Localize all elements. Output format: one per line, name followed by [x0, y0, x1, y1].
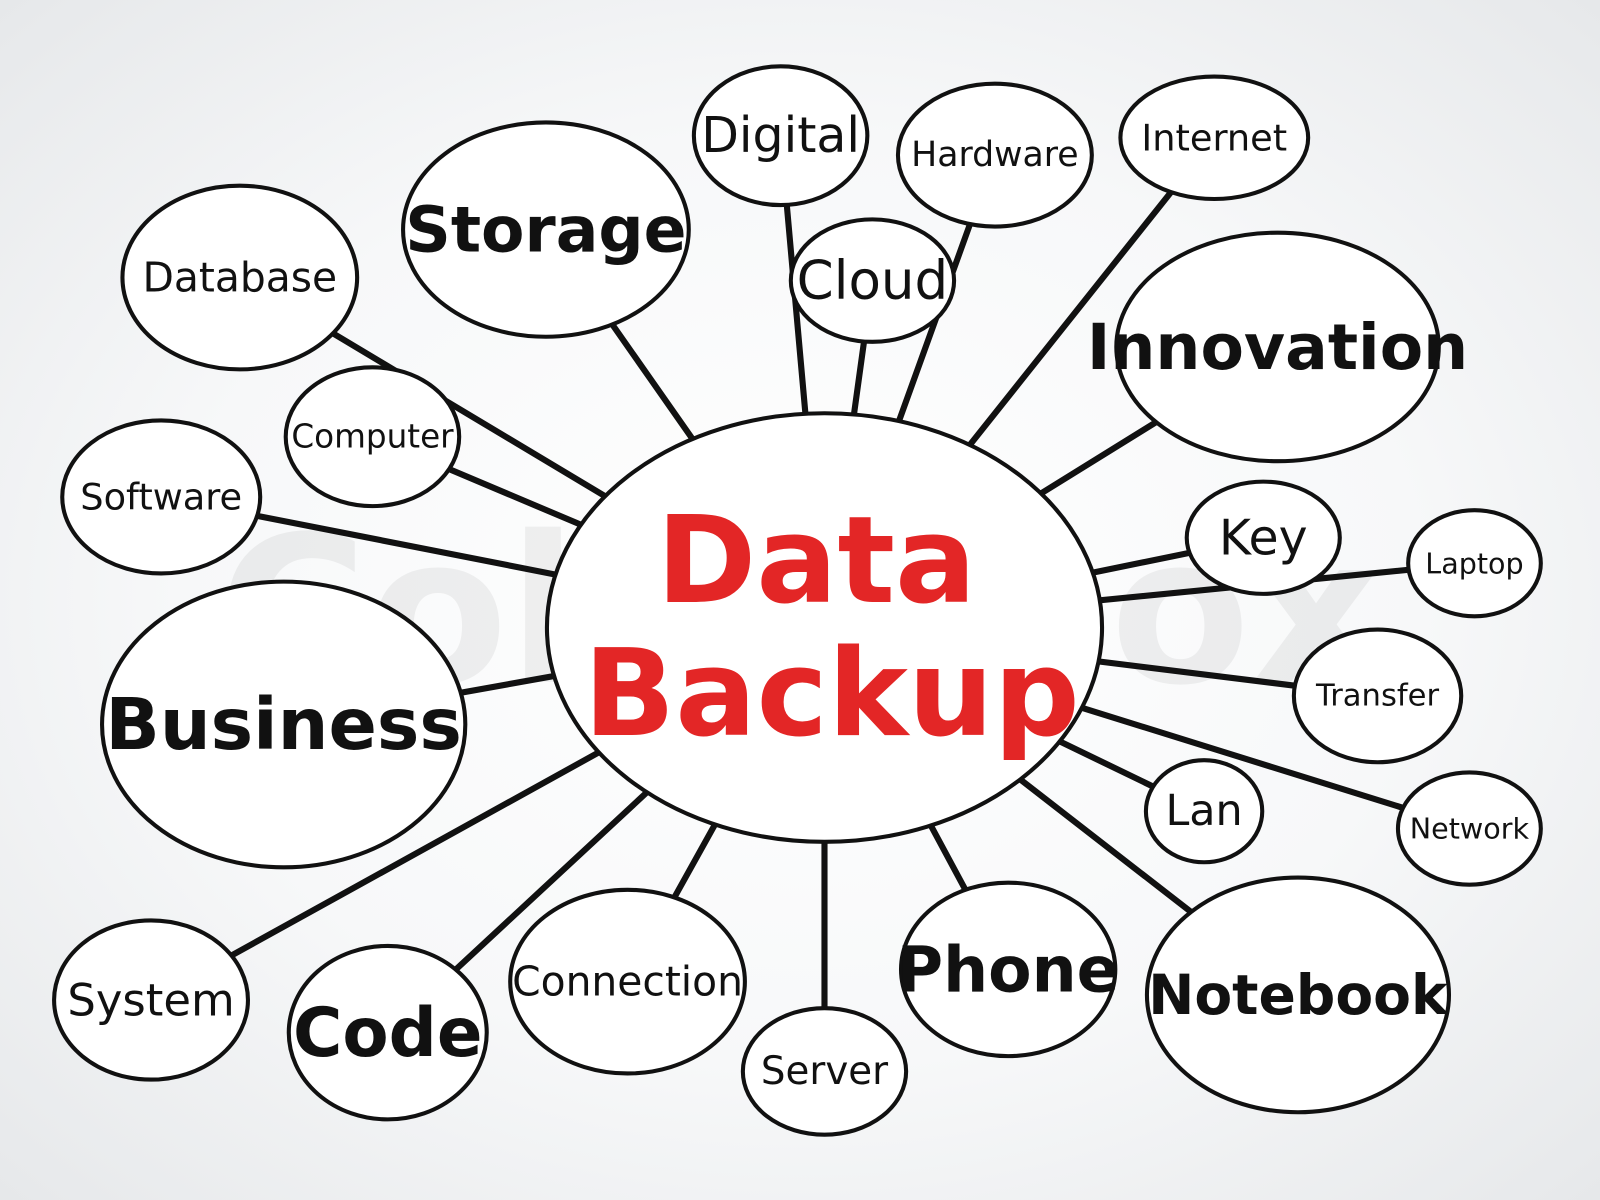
node-label: Code — [293, 993, 483, 1072]
node-lan: Lan — [1143, 758, 1265, 865]
center-bubble — [544, 411, 1105, 844]
node-bubble — [898, 880, 1118, 1059]
node-server: Server — [740, 1006, 909, 1137]
node-bubble — [401, 120, 691, 339]
node-label: Innovation — [1087, 310, 1468, 384]
node-network: Network — [1395, 770, 1543, 887]
node-internet: Internet — [1118, 74, 1311, 202]
node-label: Database — [142, 254, 337, 302]
node-label: Notebook — [1148, 963, 1449, 1027]
node-connection: Connection — [508, 887, 747, 1076]
node-bubble — [508, 887, 747, 1076]
node-software: Software — [60, 418, 263, 576]
center-title-line1: Data — [656, 491, 976, 631]
node-label: Lan — [1165, 786, 1242, 836]
node-bubble — [691, 64, 870, 208]
node-digital: Digital — [691, 64, 870, 208]
node-label: Hardware — [911, 135, 1078, 175]
node-code: Code — [286, 943, 489, 1122]
node-label: Connection — [512, 958, 743, 1006]
node-phone: Phone — [897, 880, 1120, 1059]
node-bubble — [286, 943, 489, 1122]
node-bubble — [788, 217, 957, 344]
node-bubble — [60, 418, 263, 576]
node-bubble — [1143, 758, 1265, 865]
node-label: Digital — [701, 107, 860, 164]
node-bubble — [1406, 508, 1543, 619]
node-label: Network — [1410, 812, 1530, 846]
node-label: Computer — [291, 418, 454, 456]
node-computer: Computer — [283, 365, 462, 509]
node-business: Business — [100, 579, 468, 870]
node-hardware: Hardware — [895, 81, 1094, 229]
node-laptop: Laptop — [1406, 508, 1543, 619]
node-bubble — [1114, 230, 1441, 464]
node-label: Laptop — [1425, 546, 1523, 580]
node-bubble — [1395, 770, 1543, 887]
node-label: Key — [1219, 509, 1308, 566]
node-notebook: Notebook — [1144, 875, 1452, 1115]
node-bubble — [740, 1006, 909, 1137]
node-label: System — [67, 974, 234, 1027]
node-system: System — [52, 918, 250, 1082]
node-bubble — [1184, 479, 1342, 596]
node-key: Key — [1184, 479, 1342, 596]
node-bubble — [120, 183, 360, 372]
node-label: Software — [80, 475, 242, 518]
node-database: Database — [120, 183, 360, 372]
node-label: Storage — [405, 193, 686, 267]
node-label: Business — [105, 683, 462, 766]
node-label: Cloud — [797, 250, 949, 312]
node-label: Transfer — [1315, 678, 1439, 713]
node-label: Phone — [897, 932, 1120, 1006]
node-bubble — [1144, 875, 1452, 1115]
node-bubble — [100, 579, 468, 870]
node-bubble — [1291, 627, 1464, 765]
node-label: Server — [761, 1049, 888, 1094]
center-title-line2: Backup — [583, 624, 1079, 764]
node-bubble — [895, 81, 1094, 229]
node-cloud: Cloud — [788, 217, 957, 344]
node-storage: Storage — [401, 120, 691, 339]
node-innovation: Innovation — [1087, 230, 1468, 464]
node-bubble — [283, 365, 462, 509]
node-bubble — [1118, 74, 1311, 202]
node-transfer: Transfer — [1291, 627, 1464, 765]
node-label: Internet — [1141, 116, 1287, 159]
node-bubble — [52, 918, 250, 1082]
